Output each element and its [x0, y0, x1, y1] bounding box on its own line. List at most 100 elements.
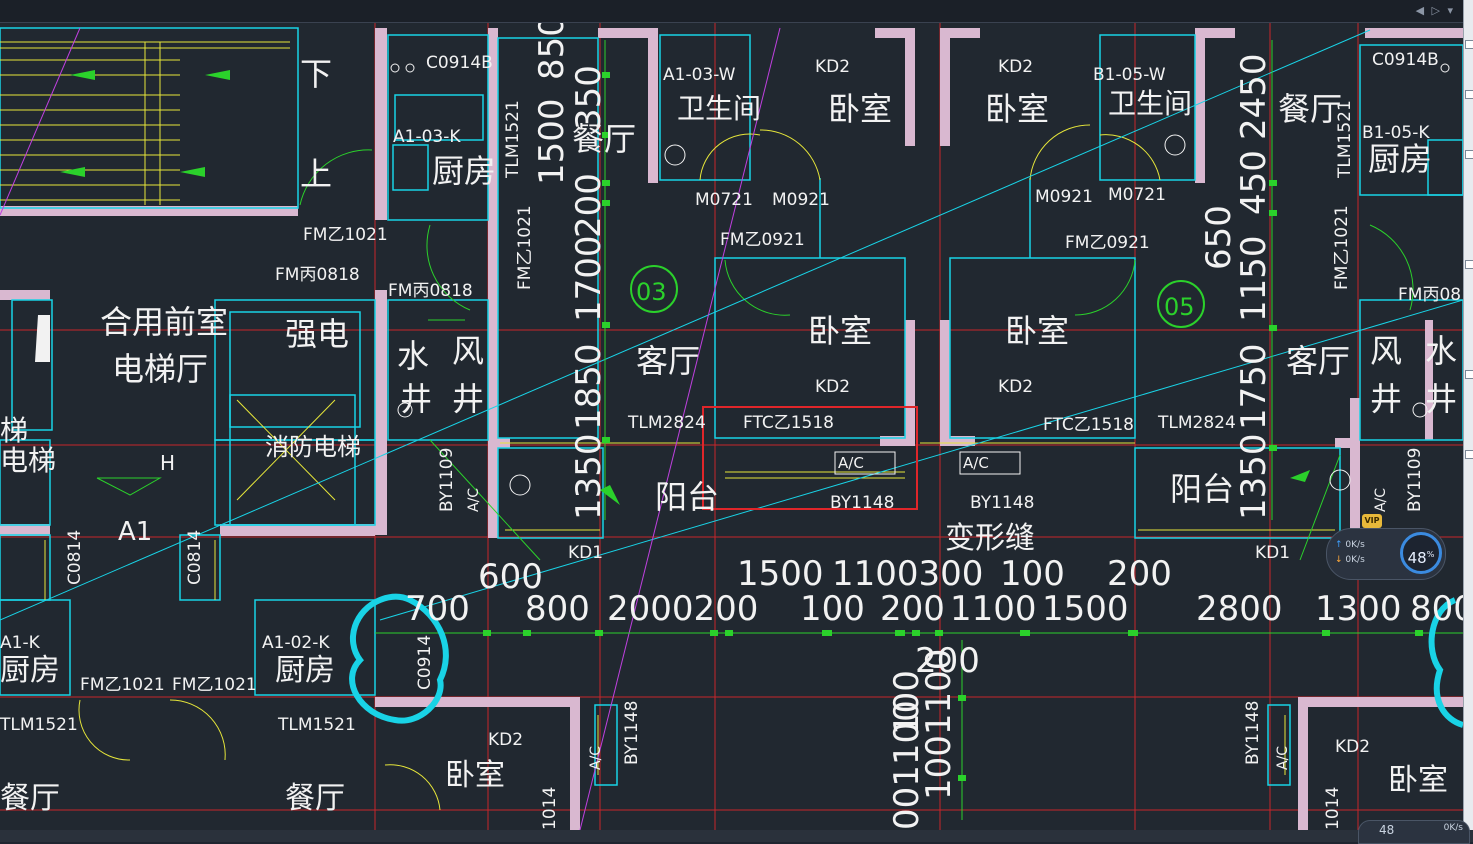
code-fm-z1021-v1: FM乙1021: [515, 205, 535, 290]
unit-03-label: 03: [636, 278, 667, 306]
code-tlm1521-2: TLM1521: [1335, 100, 1355, 179]
shared-lobby-label-1: 合用前室: [100, 303, 228, 341]
dim-1100300: 1100300: [832, 554, 983, 594]
dim-650: 650: [1199, 205, 1239, 270]
dim-v-1001100: 1001100: [919, 649, 959, 800]
highlight-selection-box[interactable]: [702, 406, 918, 510]
viewport-top-bar: ◀ ▷ ▾: [0, 0, 1463, 23]
cad-drawing-canvas[interactable]: 下 上 合用前室 电梯厅 强电 水 井 风 井 风 井 水 井 消防电梯 梯 电…: [0, 0, 1463, 830]
dim-v-001100: 001100: [887, 700, 927, 830]
code-c0814-1: C0814: [65, 530, 85, 585]
palette-checkbox-icon[interactable]: [1465, 260, 1473, 269]
balcony-label-2: 阳台: [1170, 470, 1234, 508]
diagonal-lines: [0, 27, 1463, 830]
dim-200-a: 200: [1107, 554, 1172, 594]
memory-percent-ring: 48%: [1400, 532, 1442, 574]
network-speed-widget-2[interactable]: 48 0K/s: [1358, 820, 1470, 844]
shared-lobby-label-2: 电梯厅: [112, 350, 208, 388]
elevator-label-1: 梯: [0, 414, 28, 447]
code-tlm2824-1: TLM2824: [627, 413, 706, 433]
code-m0721-1: M0721: [695, 190, 753, 210]
wind-shaft-right-2: 井: [1370, 380, 1402, 418]
dimension-ticks: [483, 72, 1423, 781]
floor-plan-svg: 下 上 合用前室 电梯厅 强电 水 井 风 井 风 井 水 井 消防电梯 梯 电…: [0, 15, 1463, 830]
dim-600: 600: [478, 557, 543, 597]
wind-shaft-label-1: 风: [452, 332, 484, 370]
code-ac-v3: A/C: [588, 746, 604, 770]
dim-1100: 1100: [950, 589, 1037, 629]
bottom-status-strip: [0, 830, 1473, 842]
wind-shaft-right-1: 风: [1370, 332, 1402, 370]
upload-rate: 0K/s: [1345, 540, 1365, 550]
revision-clouds: [349, 593, 1463, 728]
water-shaft-label-1: 水: [397, 337, 429, 375]
dining-label-4: 餐厅: [285, 781, 345, 816]
bedroom-label-4: 卧室: [1005, 312, 1069, 350]
stair-up-label: 上: [300, 155, 332, 193]
dining-label-3: 餐厅: [0, 781, 60, 816]
dim-800-a: 800: [525, 589, 590, 629]
bedroom-label-5: 卧室: [445, 758, 505, 793]
room-labels: 下 上 合用前室 电梯厅 强电 水 井 风 井 风 井 水 井 消防电梯 梯 电…: [0, 55, 1457, 816]
dim-2800: 2800: [1196, 589, 1283, 629]
code-m0721-2: M0721: [1108, 185, 1166, 205]
dining-label-2: 餐厅: [1278, 90, 1342, 128]
right-tool-palette[interactable]: [1463, 0, 1473, 842]
code-kd2-1: KD2: [815, 57, 850, 77]
code-tlm1521-1: TLM1521: [503, 100, 523, 179]
upload-arrow-icon: ↑: [1335, 540, 1343, 550]
network-speed-widget[interactable]: ↑ 0K/s ↓ 0K/s 48%: [1326, 528, 1446, 580]
stairs-and-windows: [0, 41, 1335, 775]
palette-checkbox-icon[interactable]: [1465, 450, 1473, 459]
code-kd1-2: KD1: [1255, 543, 1290, 563]
code-b1-05-k: B1-05-K: [1362, 123, 1430, 143]
code-tlm1521-3: TLM1521: [0, 715, 78, 735]
dim-1350-1: 1350: [569, 433, 609, 520]
code-by1109-1: BY1109: [437, 448, 457, 512]
code-kd2-5: KD2: [488, 730, 523, 750]
code-fm-z0921-1: FM乙0921: [720, 230, 805, 250]
code-by1148-1: BY1148: [830, 493, 894, 513]
dim-1150: 1150: [1234, 235, 1274, 322]
stair-down-label: 下: [300, 55, 332, 93]
palette-checkbox-icon[interactable]: [1465, 40, 1473, 49]
fixtures: [390, 63, 1450, 496]
dim-1500-a: 1500: [737, 554, 824, 594]
bedroom-label-3: 卧室: [808, 312, 872, 350]
code-ac-v4: A/C: [1275, 746, 1291, 770]
code-fm-z1021-v2: FM乙1021: [1332, 205, 1352, 290]
dim-2450: 2450: [1234, 53, 1274, 140]
code-c0914: C0914: [415, 635, 435, 690]
download-rate: 0K/s: [1345, 555, 1365, 565]
widget2-rate: 0K/s: [1443, 823, 1463, 833]
dim-v-100: 100: [887, 670, 927, 735]
code-by1148-2: BY1148: [970, 493, 1034, 513]
bedroom-label-6: 卧室: [1388, 763, 1448, 798]
code-fm-z0921-2: FM乙0921: [1065, 233, 1150, 253]
code-a1-03-w: A1-03-W: [663, 65, 736, 85]
dim-1500-b: 1500: [1042, 589, 1129, 629]
palette-checkbox-icon[interactable]: [1465, 150, 1473, 159]
code-c0914b-1: C0914B: [426, 53, 493, 73]
dim-200-b: 200: [880, 589, 945, 629]
code-fm-z1021-3: FM乙1021: [172, 675, 257, 695]
code-kd2-4: KD2: [998, 377, 1033, 397]
code-ac-1: A/C: [838, 454, 864, 472]
palette-checkbox-icon[interactable]: [1465, 370, 1473, 379]
dim-800-b: 800: [1410, 589, 1463, 629]
kitchen-label-2: 厨房: [1368, 140, 1432, 178]
code-a1-02-k: A1-02-K: [262, 633, 330, 653]
dim-1750: 1750: [1234, 343, 1274, 430]
code-ac-v1: A/C: [466, 488, 482, 512]
balcony-label-1: 阳台: [655, 478, 719, 516]
viewport-nav-arrows-icon[interactable]: ◀ ▷ ▾: [1415, 4, 1455, 17]
code-1014-1: 1014: [540, 787, 560, 830]
water-shaft-label-2: 井: [400, 380, 432, 418]
code-m0921-1: M0921: [772, 190, 830, 210]
kitchen-label-1: 厨房: [432, 152, 496, 190]
palette-checkbox-icon[interactable]: [1465, 90, 1473, 99]
walls: [0, 28, 1463, 830]
dim-100-b: 100: [800, 589, 865, 629]
bedroom-label-1: 卧室: [828, 90, 892, 128]
dim-200-c: 200: [915, 641, 980, 681]
